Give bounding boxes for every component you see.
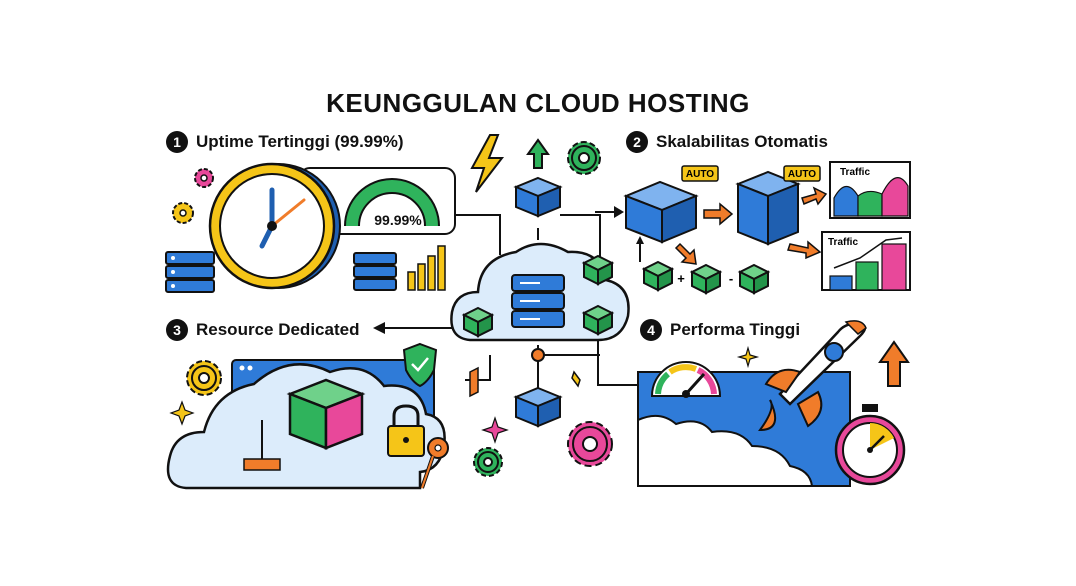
key-icon bbox=[420, 437, 449, 489]
connector-block-icon bbox=[243, 458, 281, 471]
hub-dot-icon bbox=[531, 348, 545, 362]
section-scaling-heading: 2 Skalabilitas Otomatis bbox=[626, 131, 828, 153]
gear-icon bbox=[186, 360, 222, 396]
minus-sign: - bbox=[729, 271, 733, 286]
server-box-icon bbox=[735, 170, 801, 246]
section-label: Resource Dedicated bbox=[196, 320, 360, 339]
traffic-chart-bottom bbox=[821, 231, 911, 291]
stopwatch-icon bbox=[834, 404, 906, 486]
traffic-chart-label: Traffic bbox=[840, 167, 870, 178]
sparkle-icon bbox=[481, 416, 509, 444]
section-number: 4 bbox=[640, 319, 662, 341]
gear-icon bbox=[172, 202, 194, 224]
gear-icon bbox=[567, 421, 613, 467]
crystal-icon bbox=[469, 366, 479, 398]
uptime-gauge-value: 99.99% bbox=[374, 212, 422, 228]
server-rack-icon bbox=[353, 252, 397, 291]
gear-icon bbox=[194, 168, 214, 188]
uptime-gauge-icon bbox=[344, 178, 440, 227]
cube-icon bbox=[583, 255, 613, 285]
sparkle-icon bbox=[736, 345, 760, 369]
section-number: 2 bbox=[626, 131, 648, 153]
crystal-icon bbox=[571, 370, 581, 388]
traffic-chart-top bbox=[829, 161, 911, 219]
page-title: KEUNGGULAN CLOUD HOSTING bbox=[326, 88, 750, 118]
server-box-icon bbox=[623, 180, 699, 244]
cube-icon bbox=[463, 307, 493, 337]
scaling-arrows bbox=[674, 186, 828, 265]
section-uptime-heading: 1 Uptime Tertinggi (99.99%) bbox=[166, 131, 404, 153]
padlock-icon bbox=[387, 404, 425, 457]
section-label: Skalabilitas Otomatis bbox=[656, 132, 828, 151]
central-server-icon bbox=[511, 274, 565, 328]
blue-cube-icon bbox=[515, 387, 561, 427]
plus-sign: + bbox=[677, 271, 685, 286]
up-arrow-icon bbox=[526, 138, 550, 169]
cube-icon bbox=[643, 261, 673, 291]
rocket-icon bbox=[758, 320, 867, 432]
dedicated-cube-icon bbox=[286, 378, 366, 450]
section-label: Performa Tinggi bbox=[670, 320, 801, 339]
gear-icon bbox=[567, 141, 601, 175]
cube-icon bbox=[691, 264, 721, 294]
arrow-to-scaling-icon bbox=[614, 206, 624, 218]
arrow-to-resource-icon bbox=[373, 322, 385, 334]
shield-check-icon bbox=[402, 342, 438, 388]
auto-badge-label: AUTO bbox=[788, 169, 816, 180]
gear-icon bbox=[473, 447, 503, 477]
speedometer-icon bbox=[650, 361, 722, 398]
blue-cube-icon bbox=[515, 177, 561, 217]
cube-icon bbox=[583, 305, 613, 335]
clock-icon bbox=[208, 162, 341, 290]
section-label: Uptime Tertinggi (99.99%) bbox=[196, 132, 404, 151]
lightning-icon bbox=[470, 134, 505, 193]
section-number: 1 bbox=[166, 131, 188, 153]
auto-badge bbox=[783, 165, 821, 182]
section-number: 3 bbox=[166, 319, 188, 341]
cube-icon bbox=[739, 264, 769, 294]
sparkle-icon bbox=[169, 400, 195, 426]
auto-badge-label: AUTO bbox=[686, 169, 714, 180]
server-rack-icon bbox=[165, 251, 215, 293]
auto-badge bbox=[681, 165, 719, 182]
bar-chart-icon bbox=[407, 245, 446, 291]
traffic-chart-label: Traffic bbox=[828, 237, 858, 248]
up-arrow-icon bbox=[878, 340, 910, 387]
section-performance-heading: 4 Performa Tinggi bbox=[640, 319, 800, 341]
section-resource-heading: 3 Resource Dedicated bbox=[166, 319, 359, 341]
